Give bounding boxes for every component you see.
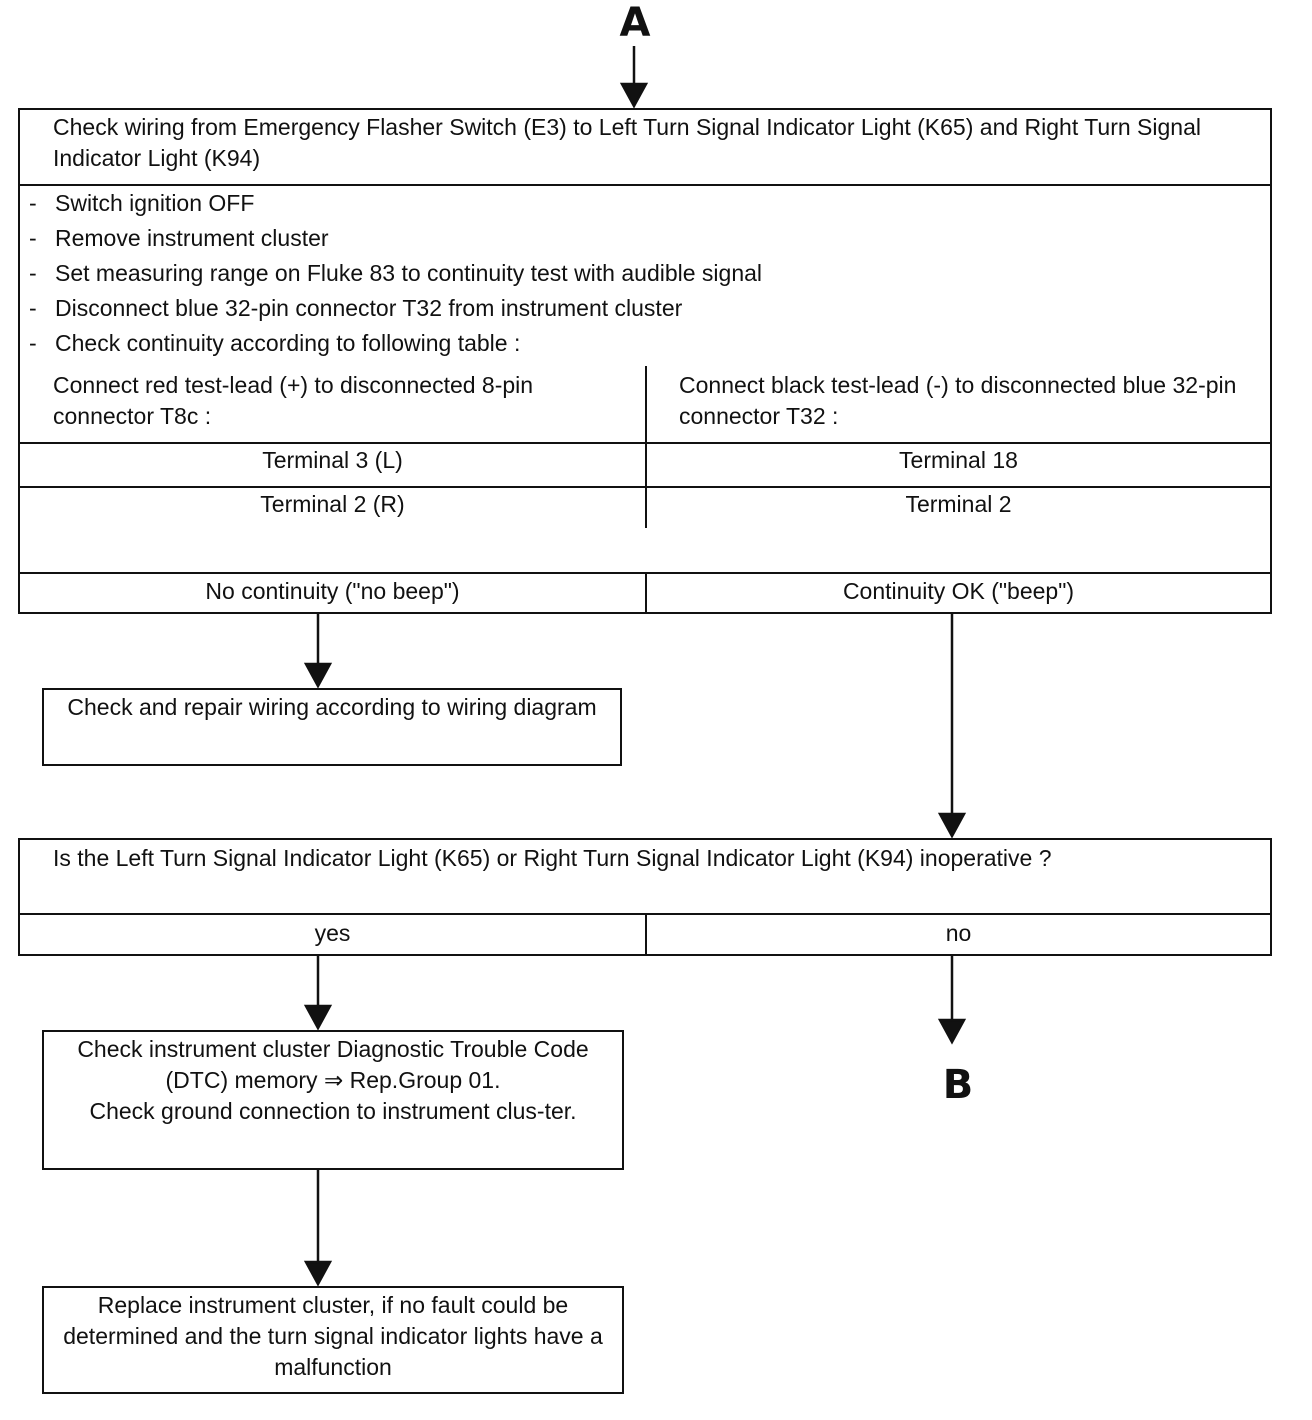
- arrow-head: [619, 82, 649, 109]
- question-text: Is the Left Turn Signal Indicator Light …: [53, 845, 1052, 871]
- step-item: -Check continuity according to following…: [29, 330, 521, 356]
- step-item: -Switch ignition OFF: [29, 190, 255, 216]
- repair-wiring-box: Check and repair wiring according to wir…: [42, 688, 622, 766]
- outcome-no-continuity: No continuity ("no beep"): [205, 578, 460, 604]
- table-cell-right: Terminal 18: [899, 447, 1018, 473]
- arrow-head: [303, 662, 333, 689]
- connector-a-label: A: [619, 0, 651, 46]
- title-divider: [20, 184, 1270, 186]
- step-item: -Remove instrument cluster: [29, 225, 329, 251]
- table-row-divider: [20, 486, 1270, 488]
- connector-b-label: B: [942, 1062, 974, 1108]
- table-cell-left: Terminal 3 (L): [262, 447, 403, 473]
- arrow-head: [303, 1260, 333, 1287]
- table-cell-left: Terminal 2 (R): [260, 491, 405, 517]
- table-row-divider: [20, 442, 1270, 444]
- step-item: -Set measuring range on Fluke 83 to cont…: [29, 260, 763, 286]
- answer-no: no: [945, 920, 972, 946]
- dtc-check-line2: Check ground connection to instrument cl…: [89, 1098, 577, 1124]
- procedure-steps: -Switch ignition OFF -Remove instrument …: [20, 186, 1260, 361]
- dtc-check-line1: Check instrument cluster Diagnostic Trou…: [77, 1036, 589, 1093]
- step-item: -Disconnect blue 32-pin connector T32 fr…: [29, 295, 683, 321]
- answer-column-divider: [645, 913, 647, 954]
- arrow-head: [303, 1004, 333, 1031]
- table-column-divider: [645, 366, 647, 528]
- table-header-left: Connect red test-lead (+) to disconnecte…: [53, 372, 534, 429]
- wiring-check-title: Check wiring from Emergency Flasher Swit…: [53, 114, 1201, 171]
- table-header-right: Connect black test-lead (-) to disconnec…: [679, 372, 1237, 429]
- arrow-head: [937, 1018, 967, 1045]
- outcome-column-divider: [645, 572, 647, 612]
- replace-cluster-box: Replace instrument cluster, if no fault …: [42, 1286, 624, 1394]
- table-cell-right: Terminal 2: [905, 491, 1012, 517]
- dtc-check-box: Check instrument cluster Diagnostic Trou…: [42, 1030, 624, 1170]
- answer-yes: yes: [314, 920, 351, 946]
- outcome-continuity-ok: Continuity OK ("beep"): [842, 578, 1075, 604]
- arrow-head: [937, 812, 967, 839]
- wiring-check-box: Check wiring from Emergency Flasher Swit…: [18, 108, 1272, 614]
- question-box: Is the Left Turn Signal Indicator Light …: [18, 838, 1272, 956]
